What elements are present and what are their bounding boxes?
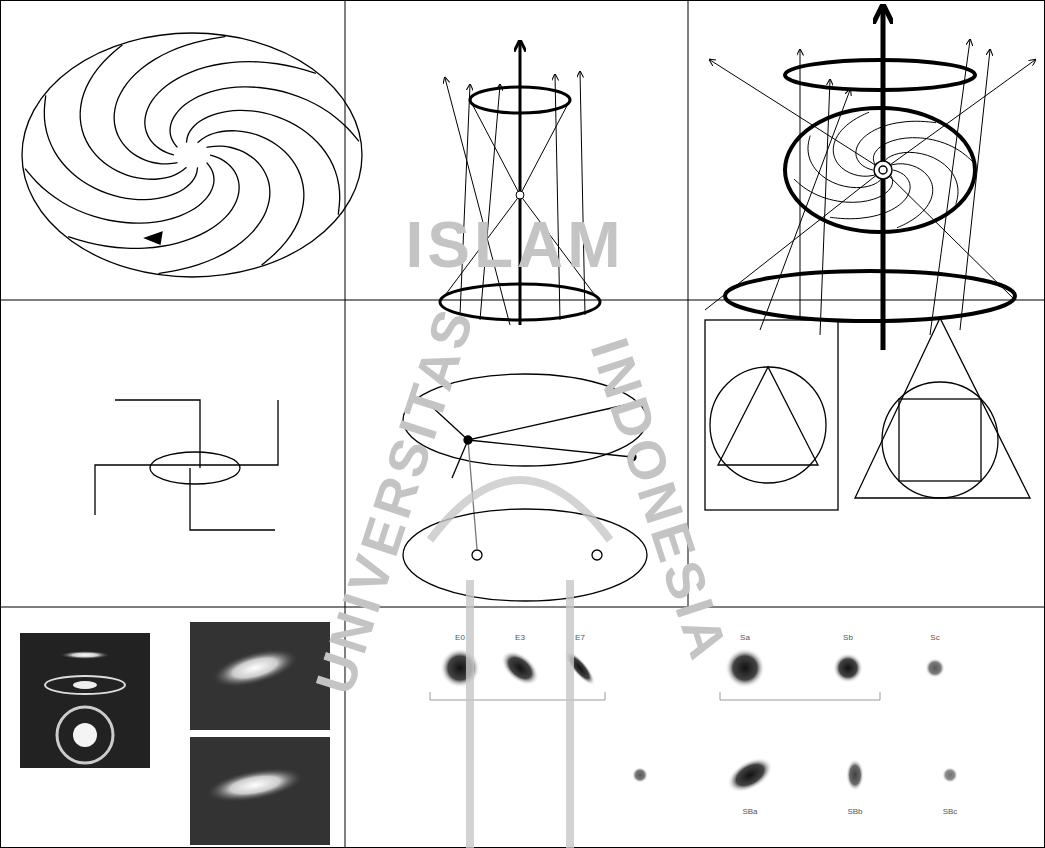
galaxy-class: Sc [930, 634, 939, 642]
spiral-arm [68, 155, 239, 248]
spiral-arm [808, 136, 883, 188]
spiral-arm [883, 152, 958, 204]
spiral-arm [833, 112, 876, 176]
ellipse-frame [95, 400, 278, 530]
spiral-arm [44, 95, 197, 199]
spiral-arm [186, 110, 339, 214]
spiral-arm [158, 146, 269, 273]
spiral-arm [830, 170, 910, 219]
galaxy-class: Sb [843, 634, 853, 642]
galaxy-photos [20, 622, 330, 845]
spiral-disc [22, 33, 362, 277]
galaxy-class: E0 [455, 634, 465, 642]
spiral-arm [890, 164, 933, 228]
galaxy-class: E3 [515, 634, 525, 642]
galaxy-class: SBc [943, 808, 958, 816]
inscribed-shapes [705, 318, 1030, 510]
spiral-arm [80, 45, 186, 179]
spiral-arm [198, 131, 304, 265]
galaxy-class: E7 [575, 634, 585, 642]
rotation-arrow [145, 232, 162, 244]
galaxy-class: SBa [742, 808, 757, 816]
watermark-emblem [430, 480, 610, 848]
spiral-arm [145, 62, 316, 155]
double-cone [440, 42, 600, 325]
galaxy-cone [705, 8, 1035, 350]
galaxy-class: SBb [847, 808, 862, 816]
spiral-arm [856, 121, 936, 170]
spiral-arm [873, 138, 972, 166]
spiral-arm [794, 175, 893, 203]
watermark: ISLAM [405, 213, 624, 277]
galaxy-class: Sa [740, 634, 750, 642]
hubble-sequence [430, 644, 958, 800]
spiral-arm [114, 36, 225, 163]
watermark: INDONESIA [582, 332, 737, 668]
